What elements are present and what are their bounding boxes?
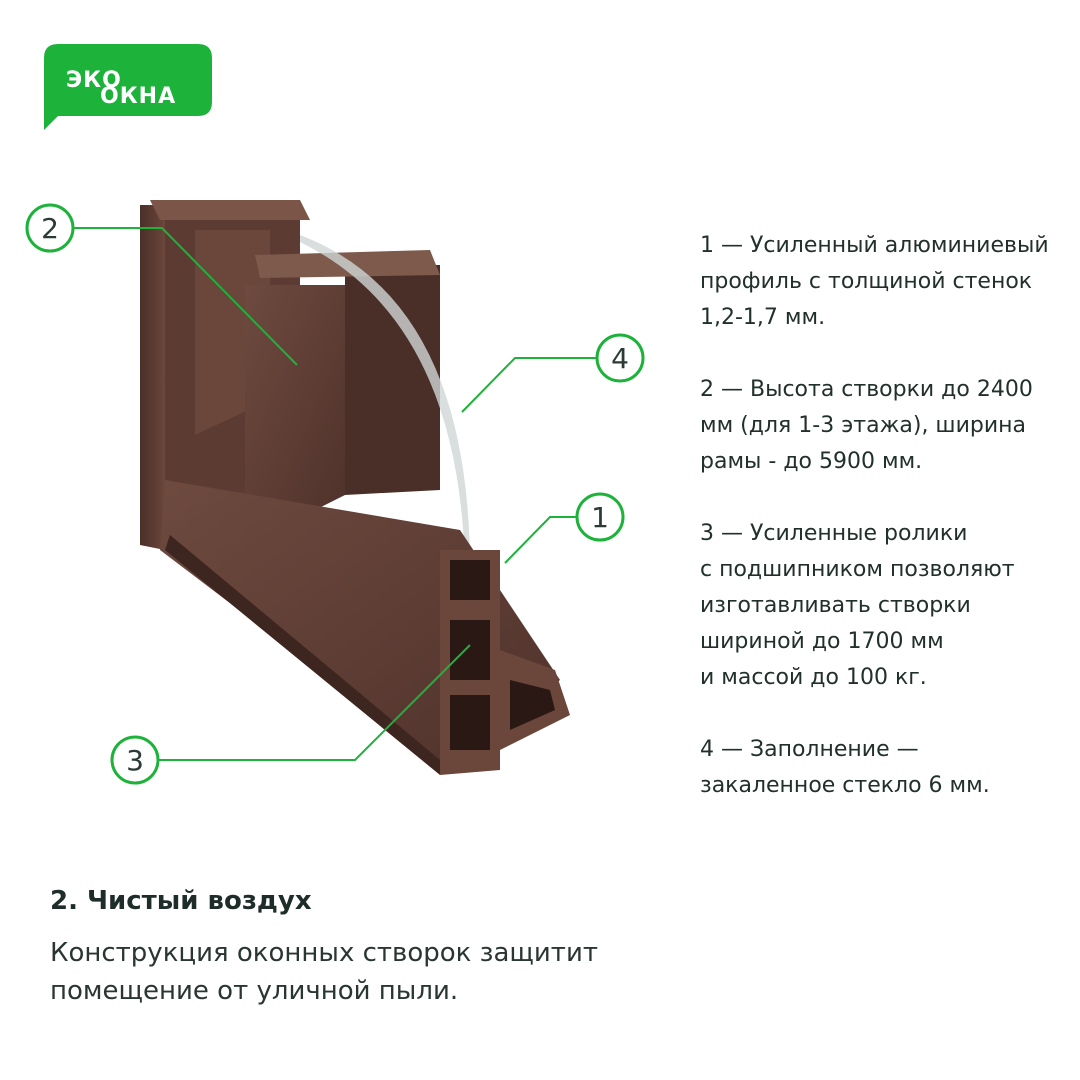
spec-item-3: 3 — Усиленные ролики с подшипником позво… [700, 516, 1060, 696]
spec-line: 1,2-1,7 мм. [700, 305, 826, 330]
spec-line: и массой до 100 кг. [700, 665, 927, 690]
spec-line: мм (для 1-3 этажа), ширина [700, 413, 1026, 438]
spec-line: рамы - до 5900 мм. [700, 449, 923, 474]
spec-line: профиль с толщиной стенок [700, 269, 1033, 294]
callout-number-3: 3 [126, 744, 144, 777]
brand-name-part2: ОКНА [100, 84, 177, 109]
callout-number-4: 4 [611, 342, 629, 375]
spec-line: шириной до 1700 мм [700, 629, 944, 654]
spec-line: 3 — Усиленные ролики [700, 521, 968, 546]
callout-number-1: 1 [591, 501, 609, 534]
description-line: Конструкция оконных створок защитит [50, 938, 598, 968]
spec-line: закаленное стекло 6 мм. [700, 773, 990, 798]
spec-line: 4 — Заполнение — [700, 737, 919, 762]
spec-item-2: 2 — Высота створки до 2400 мм (для 1-3 э… [700, 372, 1060, 480]
window-profile-illustration: 2 4 1 3 [0, 150, 680, 850]
spec-line: 1 — Усиленный алюминиевый [700, 233, 1049, 258]
brand-logo: ЭКО ОКНА [44, 44, 212, 130]
spec-line: с подшипником позволяют [700, 557, 1015, 582]
spec-line: 2 — Высота створки до 2400 [700, 377, 1033, 402]
specifications-list: 1 — Усиленный алюминиевый профиль с толщ… [700, 228, 1060, 840]
description-line: помещение от уличной пыли. [50, 976, 459, 1006]
section-description: Конструкция оконных створок защитит поме… [50, 934, 750, 1010]
callout-number-2: 2 [41, 212, 59, 245]
section-title: 2. Чистый воздух [50, 886, 312, 916]
spec-line: изготавливать створки [700, 593, 971, 618]
spec-item-1: 1 — Усиленный алюминиевый профиль с толщ… [700, 228, 1060, 336]
spec-item-4: 4 — Заполнение — закаленное стекло 6 мм. [700, 732, 1060, 804]
brand-name-part1: ЭКО [66, 68, 122, 93]
